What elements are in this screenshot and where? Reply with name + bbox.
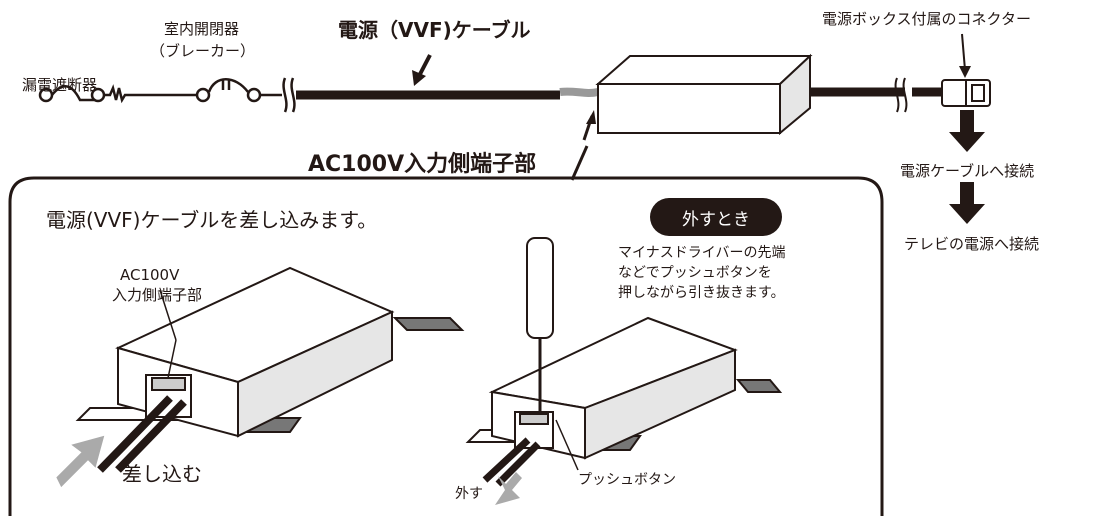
screwdriver bbox=[526, 237, 554, 414]
insert-arrow bbox=[56, 435, 105, 488]
instruction-text: 電源(VVF)ケーブルを差し込みます。 bbox=[46, 208, 378, 232]
push-button-label: プッシュボタン bbox=[578, 472, 676, 488]
right-box bbox=[465, 316, 783, 460]
cable-title: 電源（VVF)ケーブル bbox=[338, 18, 531, 42]
left-box bbox=[75, 266, 465, 438]
remove-note-line1: マイナスドライバーの先端 bbox=[618, 245, 786, 261]
leakage-breaker-label: 漏電遮断器 bbox=[22, 76, 98, 94]
connector-label: 電源ボックス付属のコネクター bbox=[822, 10, 1031, 28]
remove-note-line2: などでプッシュボタンを bbox=[618, 265, 772, 281]
remove-note-line3: 押しながら引き抜きます。 bbox=[618, 285, 785, 301]
power-box bbox=[595, 53, 813, 136]
ac-label-line2: 入力側端子部 bbox=[112, 286, 203, 304]
to-power-cable-label: 電源ケーブルへ接続 bbox=[900, 162, 1035, 180]
breaker-label: （ブレーカー） bbox=[150, 42, 256, 60]
remove-title-badge: 外すとき bbox=[650, 198, 782, 236]
remove-label: 外す bbox=[455, 486, 483, 502]
down-arrow-2 bbox=[949, 182, 985, 224]
remove-arrow bbox=[495, 472, 522, 505]
breaker-wiring bbox=[38, 77, 296, 113]
insert-label: 差し込む bbox=[122, 462, 202, 486]
ac-input-label: AC100V入力側端子部 bbox=[308, 152, 537, 177]
down-arrow-1 bbox=[949, 110, 985, 152]
to-tv-power-label: テレビの電源へ接続 bbox=[904, 235, 1040, 253]
instruction-panel bbox=[8, 176, 884, 516]
indoor-switch-label: 室内開閉器 bbox=[164, 20, 240, 38]
connector bbox=[941, 79, 991, 107]
ac-label-line1: AC100V bbox=[120, 266, 180, 284]
